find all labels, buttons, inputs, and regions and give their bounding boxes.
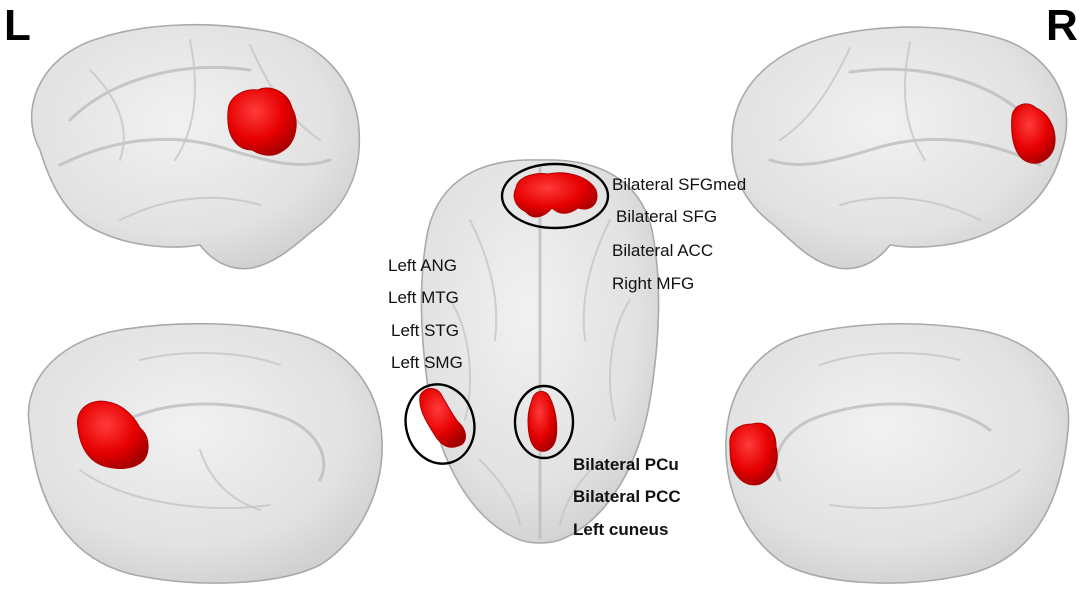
label-right-mfg: Right MFG [612,274,694,293]
frontal-cluster-circle [500,162,610,230]
activation-right-precuneus-medial [729,422,778,486]
label-bilateral-acc: Bilateral ACC [612,241,713,260]
activation-left-precuneus-medial [76,400,149,469]
label-left-mtg: Left MTG [388,288,459,307]
label-left-ang: Left ANG [388,256,457,275]
brain-right-lateral [730,26,1068,270]
label-left-smg: Left SMG [391,353,463,372]
brain-dorsal-view [420,159,660,544]
right-hemisphere-label: R [1046,1,1078,50]
activation-frontal-midline [513,172,598,218]
activation-left-parietal-dorsal [419,388,466,448]
activation-right-frontal-lateral [1011,103,1056,164]
brain-left-lateral [30,23,361,270]
brain-left-medial [27,322,383,584]
label-bilateral-pcu: Bilateral PCu [573,455,679,474]
label-bilateral-pcc: Bilateral PCC [573,487,681,506]
label-left-stg: Left STG [391,321,459,340]
left-parietal-cluster-circle [404,383,476,465]
label-bilateral-sfg: Bilateral SFG [616,207,717,226]
label-left-cuneus: Left cuneus [573,520,668,539]
label-bilateral-sfgmed: Bilateral SFGmed [612,175,746,194]
activation-left-parietal-lateral [227,87,297,156]
activation-posterior-midline [527,391,558,452]
posterior-midline-cluster-circle [513,384,575,460]
left-hemisphere-label: L [4,1,31,50]
